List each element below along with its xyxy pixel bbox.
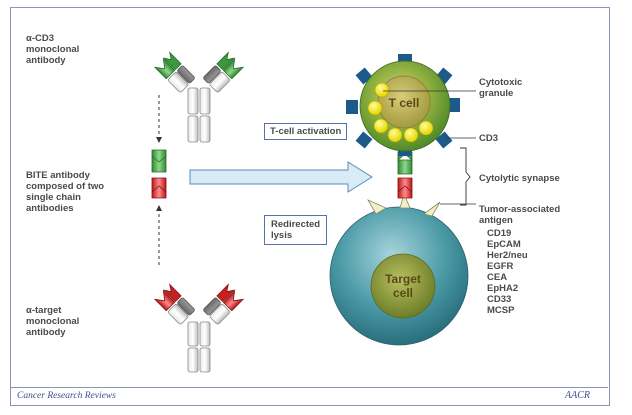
cytotoxic-granule bbox=[387, 127, 403, 143]
target-cell-label-line: cell bbox=[392, 286, 413, 300]
antigen-list-item: EpCAM bbox=[487, 239, 521, 250]
tcell-activation-label: T-cell activation bbox=[270, 126, 342, 137]
redirected-lysis-box: Redirected lysis bbox=[264, 215, 328, 245]
cytotoxic-granule-label-line: granule bbox=[479, 88, 514, 99]
antigen-list: CD19 EpCAM Her2/neu EGFR CEA EpHA2 CD33 … bbox=[487, 228, 528, 316]
target-antibody-label: α-target monoclonal antibody bbox=[26, 305, 79, 338]
cytotoxic-granule bbox=[374, 82, 390, 98]
journal-name: Cancer Research Reviews bbox=[17, 391, 116, 401]
tumor-antigen-label: Tumor-associated antigen bbox=[479, 204, 560, 226]
cd3-label: CD3 bbox=[479, 133, 499, 144]
bite-antibody-label-line: BITE antibody bbox=[26, 170, 90, 181]
cytotoxic-granule bbox=[418, 120, 434, 136]
antigen-list-item: CEA bbox=[487, 272, 508, 283]
bite-antibody-label-line: antibodies bbox=[26, 203, 74, 214]
bite-antibody-synapse bbox=[397, 151, 413, 199]
antigen-list-item: CD33 bbox=[487, 294, 512, 305]
tumor-antigen-label-line: Tumor-associated bbox=[479, 204, 561, 215]
cd3-antibody-label: α-CD3 monoclonal antibody bbox=[26, 33, 79, 66]
antigen-list-item: CD19 bbox=[487, 228, 512, 239]
redirected-lysis-label-line: lysis bbox=[271, 230, 293, 241]
cytolytic-synapse-label: Cytolytic synapse bbox=[479, 173, 560, 184]
redirected-lysis-label-line: Redirected bbox=[271, 219, 321, 230]
tcell-activation-box: T-cell activation bbox=[264, 123, 348, 140]
aacr-logo: AACR bbox=[565, 390, 590, 401]
target-cell-label: Target cell bbox=[373, 272, 433, 300]
footer-divider bbox=[10, 387, 608, 388]
antigen-list-item: Her2/neu bbox=[487, 250, 528, 261]
cd3-antibody-label-line: monoclonal bbox=[26, 44, 80, 55]
t-cell bbox=[346, 54, 460, 156]
big-arrow bbox=[189, 161, 373, 193]
target-antibody-label-line: monoclonal bbox=[26, 316, 80, 327]
cd3-monoclonal-antibody bbox=[153, 51, 245, 143]
cd3-antibody-label-line: antibody bbox=[26, 55, 66, 66]
cytotoxic-granule bbox=[373, 118, 389, 134]
cd3-antibody-label-line: α-CD3 bbox=[26, 33, 55, 44]
antigen-list-item: MCSP bbox=[487, 305, 515, 316]
bite-antibody-label-line: composed of two bbox=[26, 181, 105, 192]
target-antibody-label-line: α-target bbox=[26, 305, 62, 316]
target-cell bbox=[329, 192, 469, 346]
antigen-list-item: EpHA2 bbox=[487, 283, 519, 294]
target-monoclonal-antibody bbox=[153, 283, 245, 373]
cytotoxic-granule bbox=[367, 100, 383, 116]
cytotoxic-granule bbox=[403, 127, 419, 143]
bite-antibody-left bbox=[151, 149, 167, 199]
synapse-bracket bbox=[460, 147, 471, 206]
target-antibody-label-line: antibody bbox=[26, 327, 66, 338]
bite-antibody-label-line: single chain bbox=[26, 192, 81, 203]
target-cell-label-line: Target bbox=[385, 272, 421, 286]
cytotoxic-granule-label-line: Cytotoxic bbox=[479, 77, 523, 88]
bite-antibody-label: BITE antibody composed of two single cha… bbox=[26, 170, 104, 214]
t-cell-label: T cell bbox=[388, 96, 420, 110]
figure-frame bbox=[10, 7, 610, 406]
tumor-antigen-label-line: antigen bbox=[479, 215, 513, 226]
antigen-list-item: EGFR bbox=[487, 261, 514, 272]
cytotoxic-granule-label: Cytotoxic granule bbox=[479, 77, 522, 99]
